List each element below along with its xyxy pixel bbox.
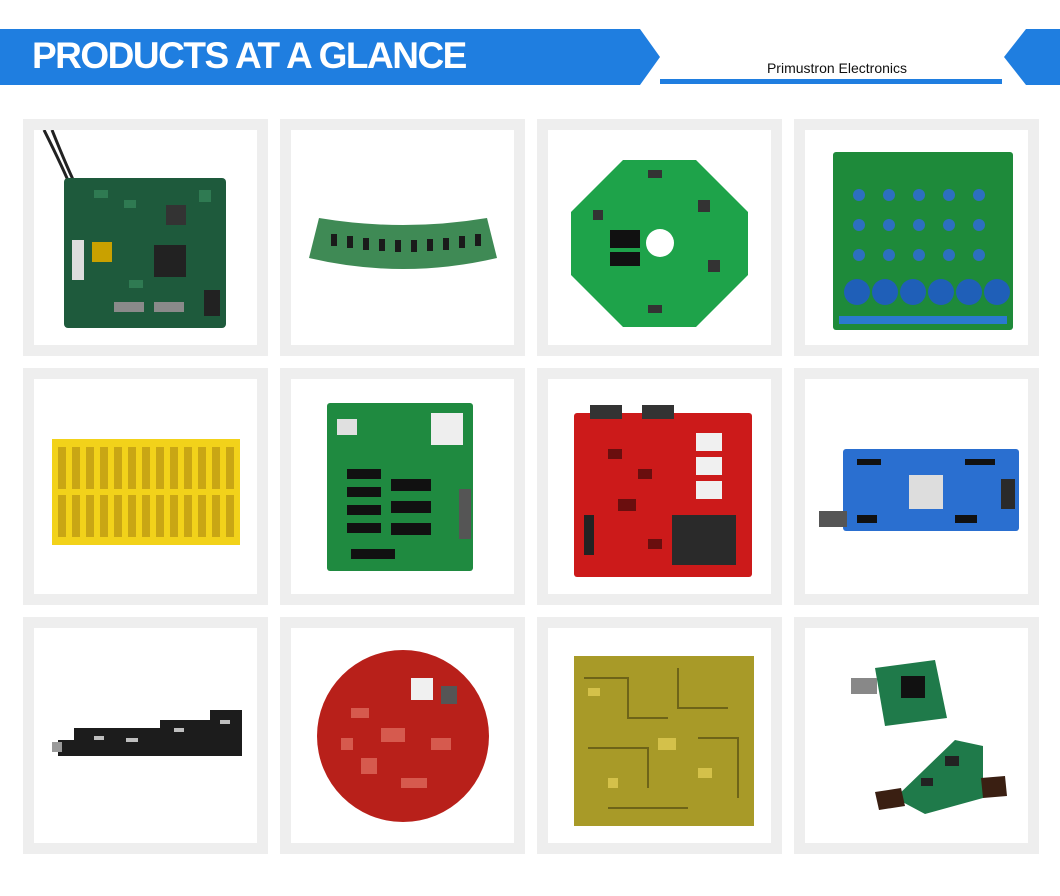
red-relay-board-photo bbox=[574, 405, 752, 577]
black-long-board-photo bbox=[52, 710, 242, 756]
header: PRODUCTS AT A GLANCE Primustron Electron… bbox=[0, 0, 1060, 100]
green-through-hole-board-photo bbox=[327, 403, 473, 571]
product-tile-6 bbox=[280, 368, 525, 605]
product-tile-8 bbox=[794, 368, 1039, 605]
octagonal-green-board-photo bbox=[571, 160, 748, 327]
green-capacitor-board-photo bbox=[833, 152, 1013, 330]
product-tile-9 bbox=[23, 617, 268, 854]
company-underline bbox=[660, 79, 1002, 84]
product-tile-2 bbox=[280, 119, 525, 356]
yellow-bare-pcb-photo bbox=[574, 656, 754, 826]
blue-board-photo bbox=[819, 449, 1019, 531]
title-banner bbox=[0, 29, 660, 85]
product-tile-5 bbox=[23, 368, 268, 605]
green-flex-boards-photo bbox=[851, 660, 1007, 814]
product-tile-4 bbox=[794, 119, 1039, 356]
product-tile-3 bbox=[537, 119, 782, 356]
company-name: Primustron Electronics bbox=[766, 60, 908, 76]
product-tile-12 bbox=[794, 617, 1039, 854]
green-embedded-board-photo bbox=[42, 130, 226, 328]
product-tile-1 bbox=[23, 119, 268, 356]
round-red-board-photo bbox=[317, 650, 489, 822]
page-title: PRODUCTS AT A GLANCE bbox=[32, 35, 467, 76]
product-tile-11 bbox=[537, 617, 782, 854]
product-tile-10 bbox=[280, 617, 525, 854]
product-tile-7 bbox=[537, 368, 782, 605]
yellow-flex-panel-photo bbox=[52, 439, 240, 545]
curved-green-strip-board-photo bbox=[309, 218, 497, 269]
